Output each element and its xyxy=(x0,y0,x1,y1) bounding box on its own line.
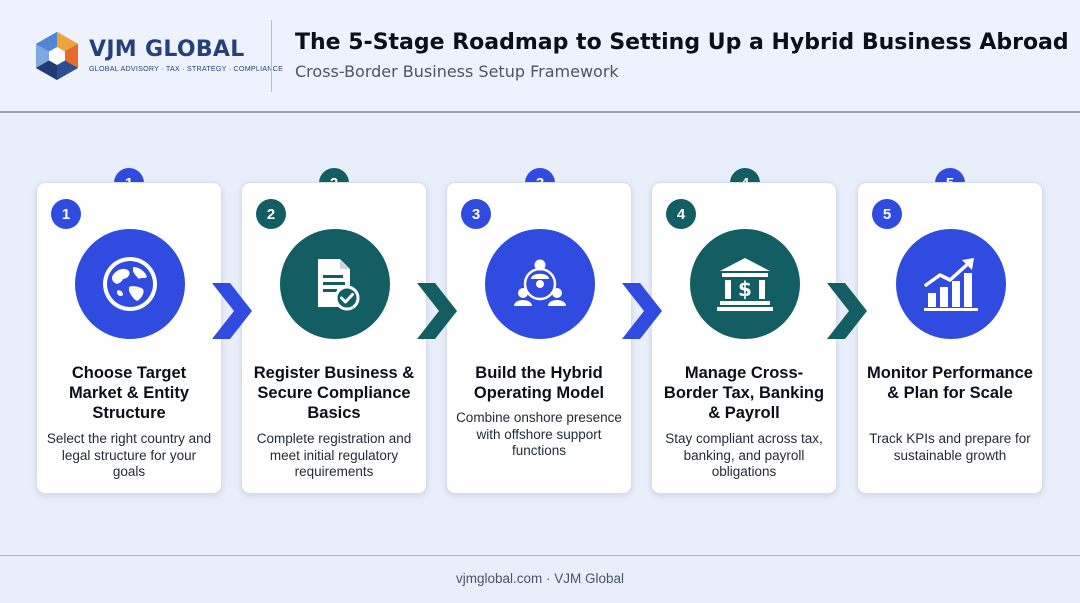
chevron-right-icon xyxy=(827,283,867,339)
stage-5-title: Monitor Performance & Plan for Scale xyxy=(867,364,1033,402)
growth-chart-icon xyxy=(924,258,978,311)
footer-text: vjmglobal.com · VJM Global xyxy=(455,571,625,586)
stage-1-description: Select the right country and legal struc… xyxy=(46,431,212,479)
stage-4-badge: 4 xyxy=(666,199,696,229)
header-divider xyxy=(271,20,272,92)
stage-5-icon-circle xyxy=(896,229,1006,339)
page-subtitle: Cross-Border Business Setup Framework xyxy=(295,62,619,81)
page-title: The 5-Stage Roadmap to Setting Up a Hybr… xyxy=(295,30,1069,55)
stage-3-badge: 3 xyxy=(461,199,491,229)
footer-divider xyxy=(0,555,1080,556)
stage-1-badge: 1 xyxy=(51,199,81,229)
stage-card-2: 2 Register Business & Secure Compliance … xyxy=(241,182,427,494)
document-check-icon xyxy=(318,259,360,311)
stage-4-title: Manage Cross-Border Tax, Banking & Payro… xyxy=(663,364,825,422)
stage-4-description: Stay compliant across tax, banking, and … xyxy=(665,431,823,479)
stage-1-title: Choose Target Market & Entity Structure xyxy=(68,364,190,422)
chevron-right-icon xyxy=(417,283,457,339)
stage-2-title: Register Business & Secure Compliance Ba… xyxy=(253,364,415,422)
vjm-logo-icon xyxy=(36,32,78,80)
chevron-right-icon xyxy=(622,283,662,339)
team-network-icon xyxy=(514,259,566,306)
stage-5-badge: 5 xyxy=(872,199,902,229)
brand-name: VJM GLOBAL xyxy=(89,37,245,62)
stage-1-icon-circle xyxy=(75,229,185,339)
stage-card-4: 4 $ Manage Cross-Border Tax, Banking & P… xyxy=(651,182,837,494)
brand-tagline: GLOBAL ADVISORY · TAX · STRATEGY · COMPL… xyxy=(89,64,284,73)
stage-2-icon-circle xyxy=(280,229,390,339)
stage-2-description: Complete registration and meet initial r… xyxy=(256,431,412,479)
stage-5-description: Track KPIs and prepare for sustainable g… xyxy=(869,431,1031,463)
stage-card-5: 5 Monitor Performance & Plan for Scale T… xyxy=(857,182,1043,494)
stage-3-description: Combine onshore presence with offshore s… xyxy=(456,410,622,458)
stage-3-title: Build the Hybrid Operating Model xyxy=(473,364,605,402)
header: VJM GLOBAL GLOBAL ADVISORY · TAX · STRAT… xyxy=(0,0,1080,113)
bank-dollar-icon: $ xyxy=(717,258,773,311)
globe-icon xyxy=(103,257,157,311)
svg-text:$: $ xyxy=(738,277,752,301)
stage-card-3: 3 Build the Hybrid Operating Model Combi… xyxy=(446,182,632,494)
stage-2-badge: 2 xyxy=(256,199,286,229)
stage-4-icon-circle: $ xyxy=(690,229,800,339)
stage-card-1: 1 Choose Target Market & Entity Structur… xyxy=(36,182,222,494)
stage-3-icon-circle xyxy=(485,229,595,339)
chevron-right-icon xyxy=(212,283,252,339)
